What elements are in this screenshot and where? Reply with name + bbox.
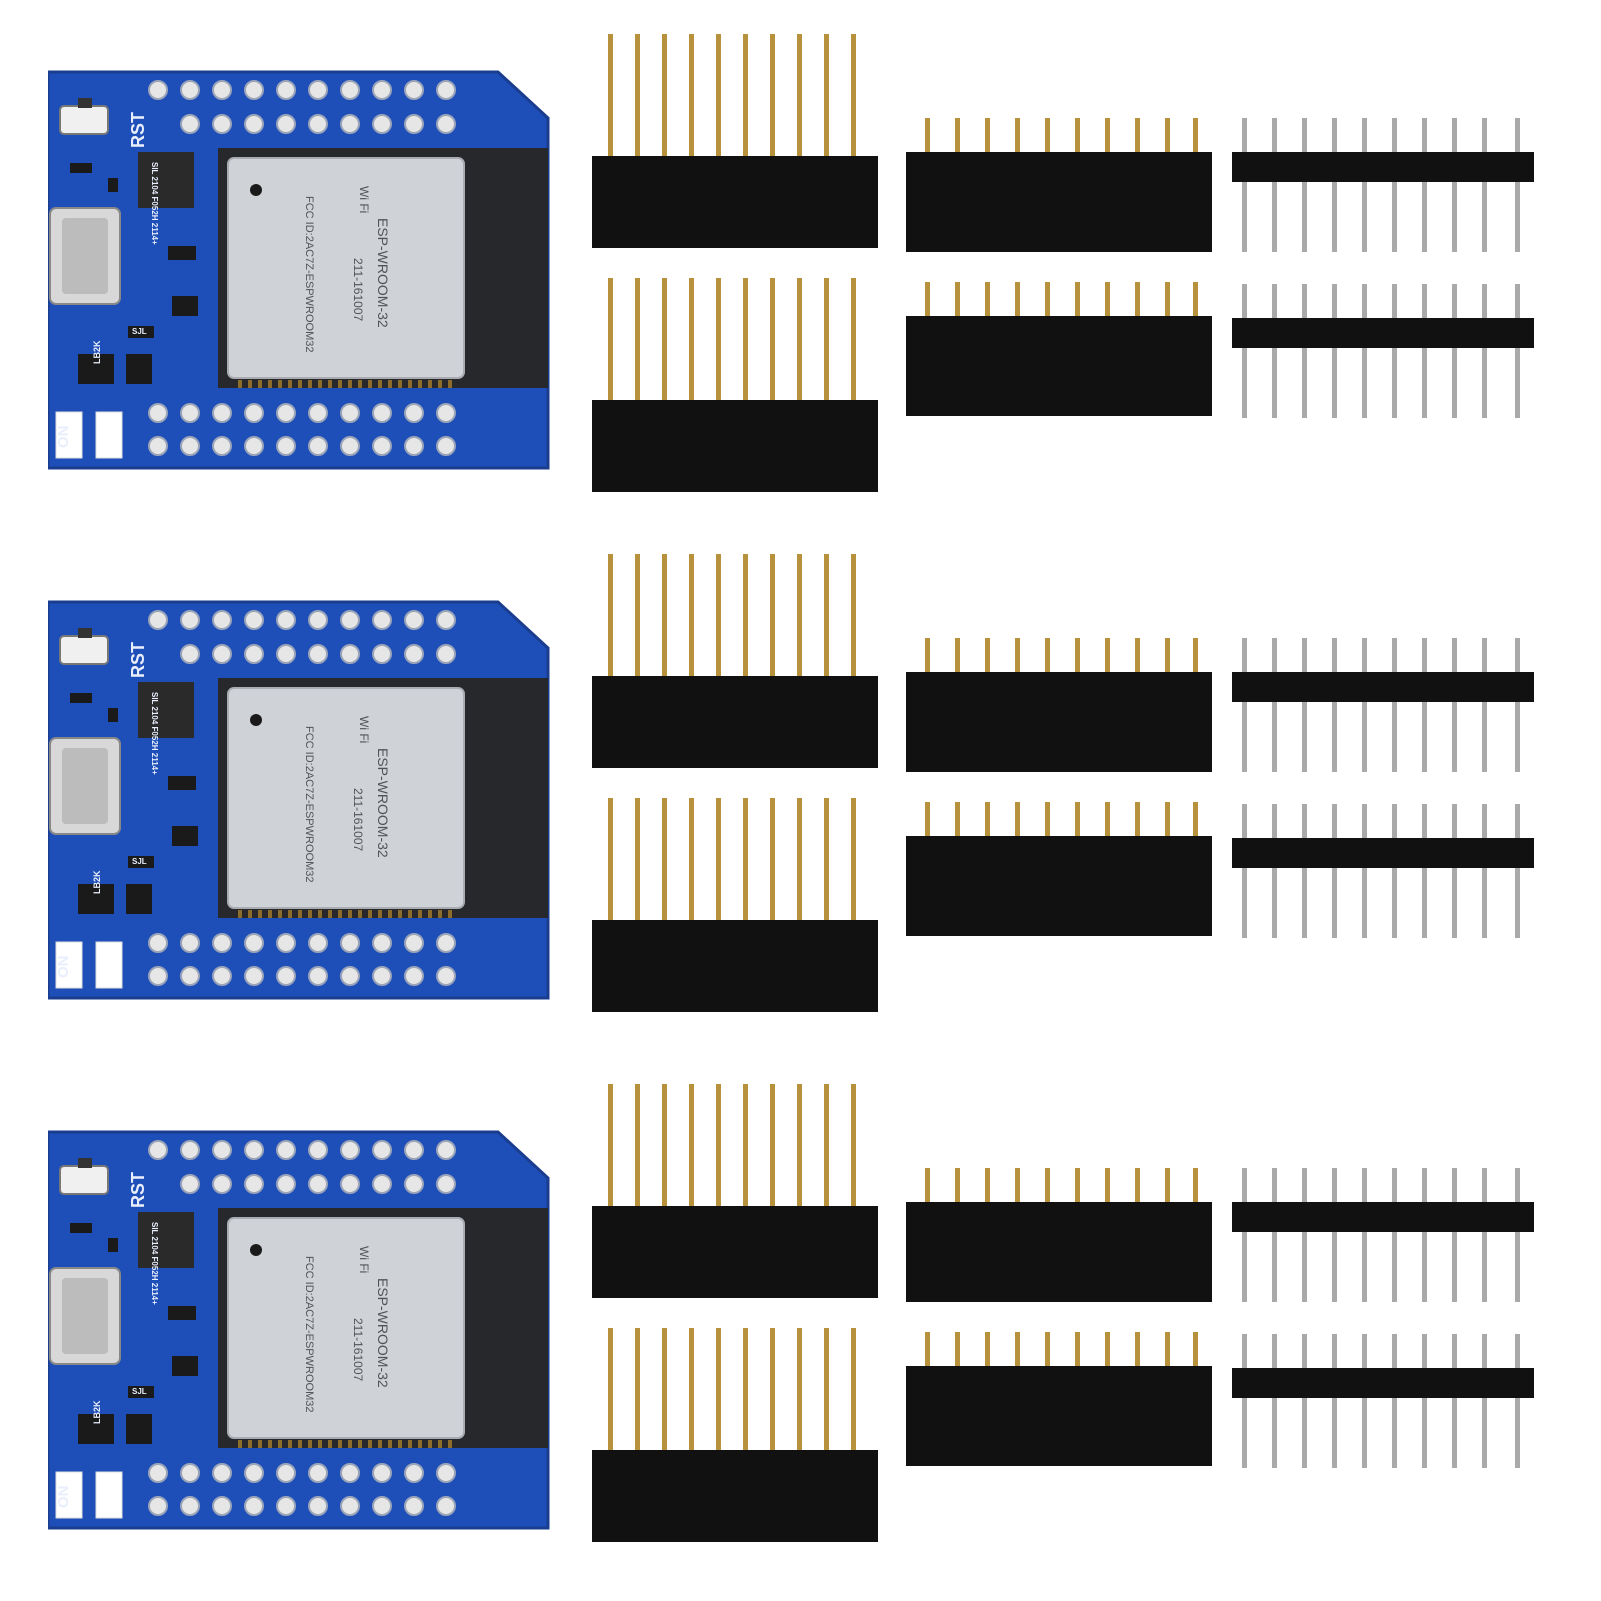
regulator-marking: LB2K bbox=[92, 1400, 102, 1424]
wifi-logo: Wi Fi bbox=[357, 1246, 371, 1273]
short-female-header-graphic bbox=[906, 1332, 1212, 1466]
short-female-header-graphic bbox=[906, 1168, 1212, 1302]
small-marking: SJL bbox=[132, 327, 147, 336]
chip-marking: SIL 2104 F052H 2114+ bbox=[150, 692, 159, 775]
male-pin-header bbox=[1232, 638, 1538, 774]
fcc-id: FCC ID:2AC7Z-ESPWROOM32 bbox=[303, 196, 315, 352]
rst-label: RST bbox=[128, 1172, 148, 1208]
kit-set-1: RST ON ESP-WROOM-32 FCC ID:2AC7Z-ESPWROO… bbox=[0, 0, 1601, 520]
chip-marking: SIL 2104 F052H 2114+ bbox=[150, 162, 159, 245]
kit-set-2: RST ON ESP-WROOM-32 FCC ID:2AC7Z-ESPWROO… bbox=[0, 530, 1601, 1050]
long-female-header bbox=[592, 1328, 882, 1548]
esp32-board-graphic: RST ON ESP-WROOM-32 FCC ID:2AC7Z-ESPWROO… bbox=[48, 600, 550, 1000]
small-marking: SJL bbox=[132, 1387, 147, 1396]
long-female-header-graphic bbox=[592, 1084, 878, 1298]
short-female-header bbox=[906, 1332, 1216, 1468]
chip-marking: SIL 2104 F052H 2114+ bbox=[150, 1222, 159, 1305]
male-pin-header bbox=[1232, 118, 1538, 254]
kit-set-3: RST ON ESP-WROOM-32 FCC ID:2AC7Z-ESPWROO… bbox=[0, 1060, 1601, 1580]
esp32-board: RST ON ESP-WROOM-32 FCC ID:2AC7Z-ESPWROO… bbox=[48, 1128, 568, 1540]
regulator-marking: LB2K bbox=[92, 870, 102, 894]
long-female-header-graphic bbox=[592, 278, 878, 492]
long-female-header-graphic bbox=[592, 554, 878, 768]
wifi-logo: Wi Fi bbox=[357, 186, 371, 213]
short-female-header-graphic bbox=[906, 638, 1212, 772]
small-marking: SJL bbox=[132, 857, 147, 866]
male-pin-header-graphic bbox=[1232, 1334, 1534, 1468]
male-pin-header bbox=[1232, 1168, 1538, 1304]
esp32-board: RST ON ESP-WROOM-32 FCC ID:2AC7Z-ESPWROO… bbox=[48, 68, 568, 480]
short-female-header bbox=[906, 638, 1216, 774]
on-label: ON bbox=[55, 956, 72, 979]
short-female-header bbox=[906, 802, 1216, 938]
long-female-header bbox=[592, 798, 882, 1018]
male-pin-header-graphic bbox=[1232, 1168, 1534, 1302]
esp32-board-graphic: RST ON ESP-WROOM-32 FCC ID:2AC7Z-ESPWROO… bbox=[48, 1130, 550, 1530]
male-pin-header bbox=[1232, 1334, 1538, 1470]
male-pin-header bbox=[1232, 284, 1538, 420]
long-female-header bbox=[592, 278, 882, 498]
on-label: ON bbox=[55, 1486, 72, 1509]
short-female-header bbox=[906, 1168, 1216, 1304]
cert-number: 211-161007 bbox=[351, 1318, 365, 1381]
male-pin-header-graphic bbox=[1232, 638, 1534, 772]
fcc-id: FCC ID:2AC7Z-ESPWROOM32 bbox=[303, 726, 315, 882]
regulator-marking: LB2K bbox=[92, 340, 102, 364]
male-pin-header bbox=[1232, 804, 1538, 940]
fcc-id: FCC ID:2AC7Z-ESPWROOM32 bbox=[303, 1256, 315, 1412]
male-pin-header-graphic bbox=[1232, 284, 1534, 418]
long-female-header bbox=[592, 1084, 882, 1304]
male-pin-header-graphic bbox=[1232, 118, 1534, 252]
short-female-header-graphic bbox=[906, 282, 1212, 416]
rst-label: RST bbox=[128, 112, 148, 148]
cert-number: 211-161007 bbox=[351, 258, 365, 321]
on-label: ON bbox=[55, 426, 72, 449]
short-female-header bbox=[906, 118, 1216, 254]
rst-label: RST bbox=[128, 642, 148, 678]
short-female-header-graphic bbox=[906, 118, 1212, 252]
esp32-board-graphic: RST ON ESP-WROOM-32 FCC ID:2AC7Z-ESPWROO… bbox=[48, 70, 550, 470]
esp32-board: RST ON ESP-WROOM-32 FCC ID:2AC7Z-ESPWROO… bbox=[48, 598, 568, 1010]
long-female-header bbox=[592, 34, 882, 254]
module-name: ESP-WROOM-32 bbox=[375, 748, 391, 858]
long-female-header-graphic bbox=[592, 1328, 878, 1542]
module-name: ESP-WROOM-32 bbox=[375, 218, 391, 328]
wifi-logo: Wi Fi bbox=[357, 716, 371, 743]
cert-number: 211-161007 bbox=[351, 788, 365, 851]
long-female-header-graphic bbox=[592, 798, 878, 1012]
short-female-header bbox=[906, 282, 1216, 418]
long-female-header-graphic bbox=[592, 34, 878, 248]
module-name: ESP-WROOM-32 bbox=[375, 1278, 391, 1388]
male-pin-header-graphic bbox=[1232, 804, 1534, 938]
long-female-header bbox=[592, 554, 882, 774]
short-female-header-graphic bbox=[906, 802, 1212, 936]
